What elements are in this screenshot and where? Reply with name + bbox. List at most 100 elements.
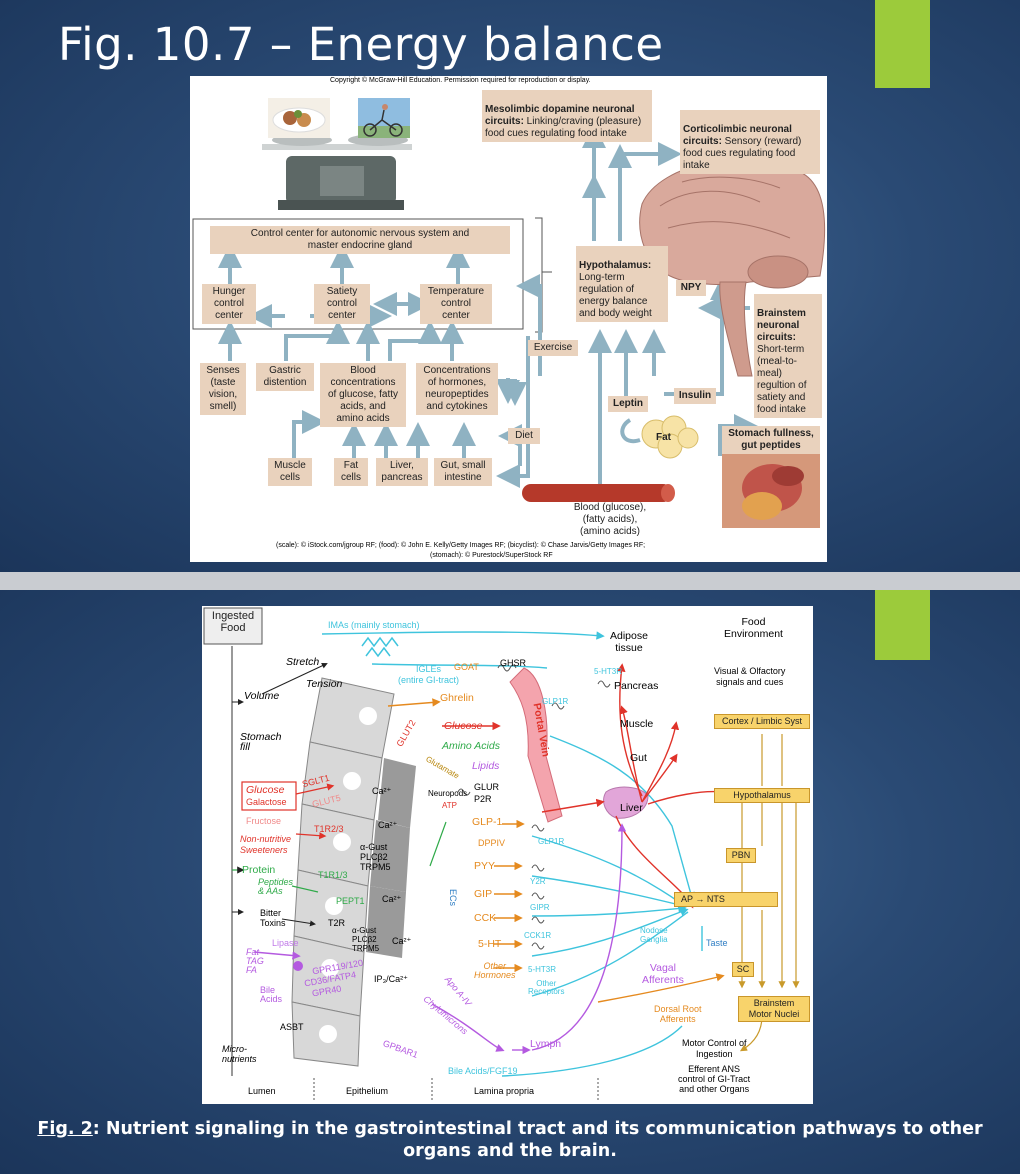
glur-label: GLUR (474, 782, 500, 792)
glucose-lumen-label: Glucose (246, 784, 285, 796)
nts-label: NTS (706, 894, 725, 904)
stomach-fullness-box: Stomach fullness, gut peptides (722, 426, 820, 454)
balance-scale-image (262, 134, 412, 210)
portal-vein (509, 667, 563, 823)
gip-label: GIP (474, 888, 493, 900)
dorsal-root-label: Dorsal Root Afferents (654, 1004, 702, 1024)
lipase-label: Lipase (272, 938, 299, 948)
blood-vessel-illustration (522, 484, 675, 502)
t2r-label: T2R (328, 918, 346, 928)
lamina-propria-label: Lamina propria (474, 1086, 535, 1096)
npy-box: NPY (676, 280, 706, 296)
vagal-afferents-label: Vagal Afferents (642, 962, 684, 986)
gastric-distention-box: Gastric distention (256, 363, 314, 391)
other-hormones-label: Other Hormones (474, 961, 516, 980)
efferent-ans-label: Efferent ANS control of GI-Tract and oth… (678, 1064, 751, 1094)
ghrelin-label: Ghrelin (440, 692, 474, 704)
credits-line-2: (stomach): © Purestock/SuperStock RF (430, 552, 553, 559)
other-receptors-label: Other Receptors (528, 979, 565, 996)
cortex-limbic-box: Cortex / Limbic Syst (714, 714, 810, 729)
fat-label: Fat (656, 432, 671, 443)
figure-caption: Fig. 2: Nutrient signaling in the gastro… (0, 1118, 1020, 1162)
liver-shape (603, 786, 649, 819)
cck-label: CCK (474, 912, 497, 924)
nutrient-signaling-figure: Ingested Food IMAs (mainly stomach) IGLE… (202, 606, 813, 1104)
calcium-label-3: Ca²⁺ (382, 894, 402, 904)
blood-label: Blood (glucose), (fatty acids), (amino a… (554, 502, 666, 538)
corticolimbic-text: Sensory (reward) food cues regulating fo… (683, 136, 802, 171)
micronutrients-label: Micro- nutrients (222, 1044, 257, 1064)
fructose-label: Fructose (246, 816, 282, 826)
hormone-concentrations-box: Concentrations of hormones, neuropeptide… (416, 363, 498, 415)
gut-label: Gut (630, 752, 647, 764)
alpha-gust-label-2: α-Gust PLCβ2 TRPM5 (352, 926, 380, 953)
stretch-label: Stretch (286, 656, 320, 668)
credits-line-1: (scale): © iStock.com/jgroup RF; (food):… (276, 542, 646, 549)
pyy-label: PYY (474, 860, 496, 872)
slide-accent-bar (875, 590, 930, 660)
bicyclist-image (358, 98, 410, 138)
fat-cells-box: Fat cells (334, 458, 368, 486)
stomach-image (722, 454, 820, 528)
gut-intestine-box: Gut, small intestine (434, 458, 492, 486)
p2r-label: P2R (474, 794, 492, 804)
ingested-food-label: Ingested Food (211, 610, 255, 634)
taste-label: Taste (706, 938, 728, 948)
gipr-label: GIPR (530, 903, 550, 912)
food-image (268, 98, 330, 138)
goat-label: GOAT (454, 662, 479, 672)
sc-box: SC (732, 962, 754, 977)
ip3-label: IP₃/Ca²⁺ (374, 974, 408, 984)
alpha-gust-label-1: α-Gust PLCβ2 TRPM5 (360, 842, 391, 872)
diet-box: Diet (508, 428, 540, 444)
corticolimbic-title: Corticolimbic neuronal circuits: (683, 124, 792, 147)
glp1r-receptor-label-1: GLP1R (542, 697, 569, 706)
figure-artwork (203, 607, 800, 1100)
calcium-label-4: Ca²⁺ (392, 936, 412, 946)
protein-label: Protein (242, 864, 276, 876)
igle-endings (361, 636, 399, 658)
adipose-tissue-label: Adipose tissue (610, 630, 648, 654)
nodose-ganglia-label: Nodose Ganglia (640, 926, 668, 944)
satiety-control-center: Satiety control center (314, 284, 370, 324)
calcium-label-2: Ca²⁺ (378, 820, 398, 830)
epithelium-label: Epithelium (346, 1086, 389, 1096)
mesolimbic-title: Mesolimbic dopamine neuronal circuits: (485, 104, 635, 127)
caption-text: : Nutrient signaling in the gastrointest… (92, 1119, 983, 1161)
blood-concentrations-box: Blood concentrations of glucose, fatty a… (320, 363, 406, 427)
fat-cluster-illustration (620, 415, 699, 459)
senses-box: Senses (taste vision, smell) (200, 363, 246, 415)
neuropods-label: Neuropods (428, 789, 468, 798)
atp-label: ATP (442, 801, 457, 810)
corticolimbic-box: Corticolimbic neuronal circuits: Sensory… (680, 110, 820, 174)
mesolimbic-text: Linking/craving (pleasure) food cues reg… (485, 116, 642, 139)
bitter-toxins-label: Bitter Toxins (260, 908, 286, 928)
bile-acids-label: Bile Acids (260, 985, 283, 1004)
enteroendocrine-cells (366, 758, 416, 958)
brainstem-motor-box: Brainstem Motor Nuclei (738, 996, 810, 1022)
ap-nts-box: AP → NTS (674, 892, 778, 907)
liver-label: Liver (620, 802, 643, 814)
t1r23-label: T1R2/3 (314, 824, 344, 834)
slide-title: Fig. 10.7 – Energy balance (58, 18, 664, 71)
pbn-box: PBN (726, 848, 756, 863)
mesolimbic-box: Mesolimbic dopamine neuronal circuits: L… (482, 90, 652, 142)
lipids-label: Lipids (472, 760, 500, 772)
pancreas-label: Pancreas (614, 680, 659, 692)
t1r13-label: T1R1/3 (318, 870, 348, 880)
glucose-blood-label: Glucose (444, 720, 483, 732)
nonnutritive-label: Non-nutritive Sweeteners (240, 834, 292, 855)
stomach-fill-label: Stomach fill (240, 731, 282, 753)
ap-label: AP (681, 894, 693, 904)
hypothalamus-text: Long-term regulation of energy balance a… (579, 272, 652, 319)
liver-pancreas-box: Liver, pancreas (376, 458, 428, 486)
slide-energy-balance: Fig. 10.7 – Energy balance (0, 0, 1020, 572)
leptin-box: Leptin (608, 396, 648, 412)
tension-label: Tension (306, 678, 343, 690)
asbt-label: ASBT (280, 1022, 304, 1032)
ghsr-label: GHSR (500, 658, 527, 668)
food-environment-label: Food Environment (724, 616, 783, 640)
hypothalamus-box: Hypothalamus: Long-term regulation of en… (576, 246, 668, 322)
imas-label: IMAs (mainly stomach) (328, 620, 420, 630)
galactose-label: Galactose (246, 797, 287, 807)
